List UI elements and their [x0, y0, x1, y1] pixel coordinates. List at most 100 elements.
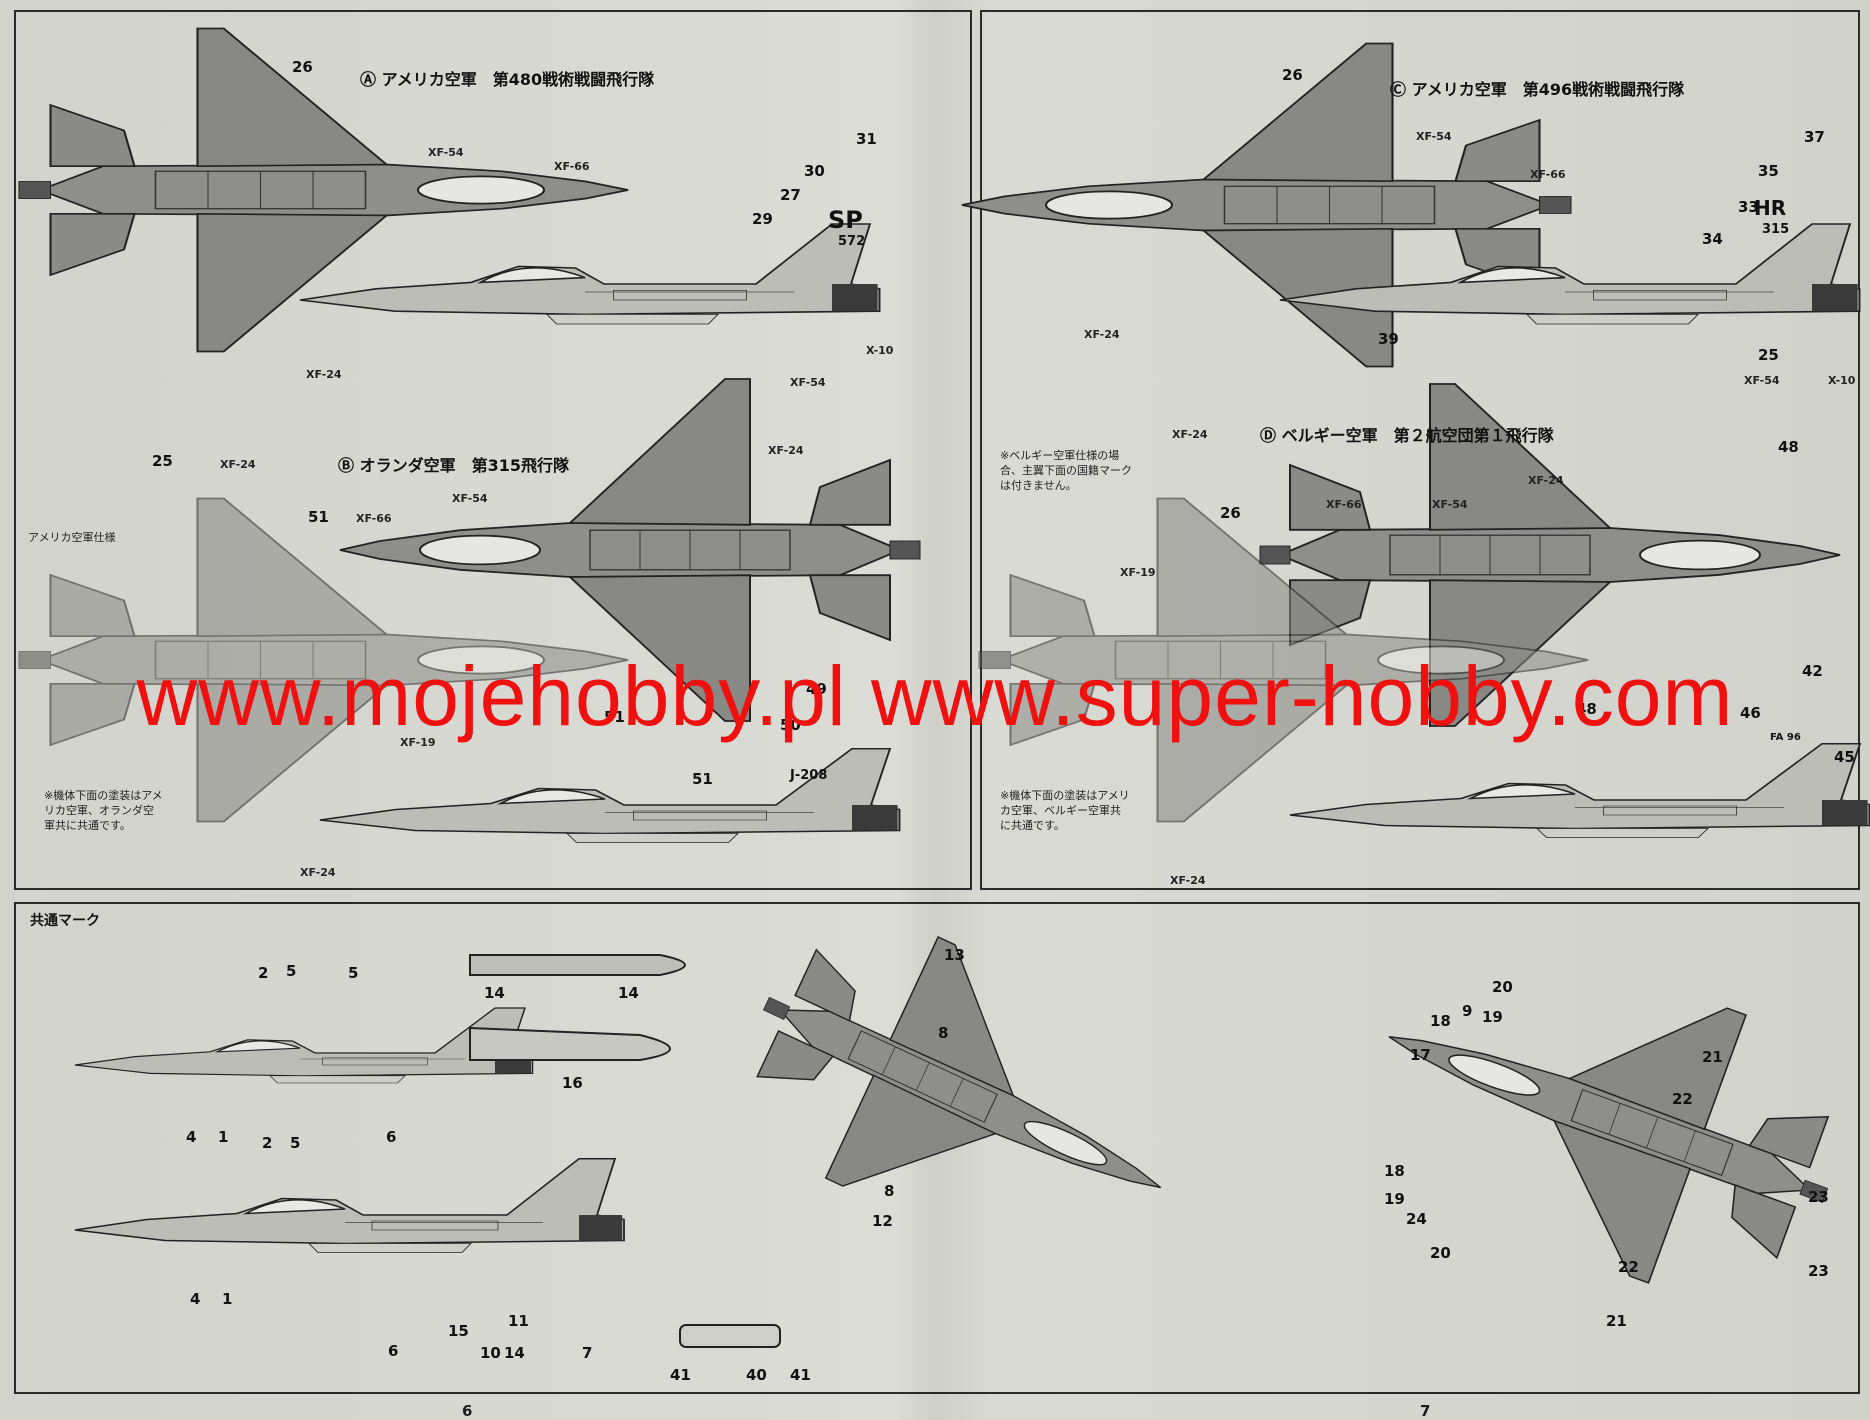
decal-number: 41: [790, 1366, 811, 1384]
color-label: XF-24: [306, 368, 342, 381]
color-label: XF-24: [1084, 328, 1120, 341]
decal-number: 6: [386, 1128, 397, 1146]
color-label: XF-24: [768, 444, 804, 457]
decal-number: 39: [1378, 330, 1399, 348]
decal-number: 8: [884, 1182, 895, 1200]
decal-number: 30: [804, 162, 825, 180]
color-label: X-10: [1828, 374, 1856, 387]
decal-number: 23: [1808, 1262, 1829, 1280]
decal-number: 22: [1618, 1258, 1639, 1276]
decal-number: 14: [504, 1344, 525, 1362]
decal-number: 34: [1702, 230, 1723, 248]
decal-number: 26: [292, 58, 313, 76]
decal-number: 14: [484, 984, 505, 1002]
panel-right: [980, 10, 1860, 890]
color-label: XF-66: [1326, 498, 1362, 511]
color-label: XF-24: [1528, 474, 1564, 487]
decal-number: 23: [1808, 1188, 1829, 1206]
color-label: XF-54: [1744, 374, 1780, 387]
color-label: XF-19: [400, 736, 436, 749]
decal-number: 40: [746, 1366, 767, 1384]
tail-serial-b: J-208: [790, 768, 828, 783]
color-label: XF-19: [1120, 566, 1156, 579]
tail-serial-c: 315: [1762, 222, 1790, 237]
decal-number: 33: [1738, 198, 1759, 216]
decal-number: 48: [1778, 438, 1799, 456]
decal-number: 46: [1740, 704, 1761, 722]
color-label: XF-54: [428, 146, 464, 159]
color-label: XF-24: [1172, 428, 1208, 441]
section-c-title: Ⓒ アメリカ空軍 第496戦術戦闘飛行隊: [1390, 80, 1685, 99]
decal-number: 35: [1758, 162, 1779, 180]
decal-number: 2: [262, 1134, 273, 1152]
decal-number: 20: [1492, 978, 1513, 996]
common-marks-title: 共通マーク: [30, 913, 100, 929]
decal-number: 17: [1410, 1046, 1431, 1064]
decal-number: 51: [604, 708, 625, 726]
decal-number: 27: [780, 186, 801, 204]
decal-number: 10: [480, 1344, 501, 1362]
page-number-right: 7: [1420, 1402, 1431, 1420]
decal-number: 19: [1482, 1008, 1503, 1026]
section-a-title: Ⓐ アメリカ空軍 第480戦術戦闘飛行隊: [360, 70, 655, 89]
decal-number: 16: [562, 1074, 583, 1092]
watermark-text: www.mojehobby.pl www.super-hobby.com: [136, 649, 1734, 743]
decal-number: 1: [222, 1290, 233, 1308]
belgium-note: ※ベルギー空軍仕様の場合、主翼下面の国籍マークは付きません。: [1000, 449, 1132, 492]
tail-serial-a: 572: [838, 234, 866, 249]
decal-number: 5: [348, 964, 359, 982]
color-label: X-10: [866, 344, 894, 357]
decal-number: 19: [1384, 1190, 1405, 1208]
underside-note-ab: ※機体下面の塗装はアメリカ空軍、オランダ空軍共に共通です。: [44, 789, 163, 832]
decal-number: 18: [1430, 1012, 1451, 1030]
decal-number: 13: [944, 946, 965, 964]
decal-number: 51: [308, 508, 329, 526]
decal-number: 6: [388, 1342, 399, 1360]
decal-number: 45: [1834, 748, 1855, 766]
decal-number: 31: [856, 130, 877, 148]
color-label: XF-24: [300, 866, 336, 879]
decal-number: 41: [670, 1366, 691, 1384]
color-label: XF-54: [1416, 130, 1452, 143]
color-label: XF-66: [554, 160, 590, 173]
tail-code-d: FA 96: [1770, 732, 1801, 743]
decal-number: 15: [448, 1322, 469, 1340]
decal-number: 5: [286, 962, 297, 980]
decal-number: 2: [258, 964, 269, 982]
decal-number: 48: [1576, 700, 1597, 718]
decal-number: 12: [872, 1212, 893, 1230]
decal-number: 24: [1406, 1210, 1427, 1228]
decal-number: 14: [618, 984, 639, 1002]
decal-number: 1: [218, 1128, 229, 1146]
decal-number: 4: [186, 1128, 197, 1146]
color-label: XF-24: [1170, 874, 1206, 887]
decal-number: 5: [290, 1134, 301, 1152]
color-label: XF-66: [1530, 168, 1566, 181]
color-label: XF-24: [220, 458, 256, 471]
decal-number: 9: [1462, 1002, 1473, 1020]
color-label: XF-54: [452, 492, 488, 505]
decal-number: 8: [938, 1024, 949, 1042]
decal-number: 49: [806, 680, 827, 698]
decal-number: 26: [1220, 504, 1241, 522]
color-label: XF-54: [1432, 498, 1468, 511]
decal-number: 25: [1758, 346, 1779, 364]
decal-number: 26: [1282, 66, 1303, 84]
tail-code-c: HR: [1754, 196, 1787, 220]
underside-note-cd: ※機体下面の塗装はアメリカ空軍、ベルギー空軍共に共通です。: [1000, 789, 1130, 832]
decal-number: 21: [1702, 1048, 1723, 1066]
decal-number: 37: [1804, 128, 1825, 146]
decal-number: 7: [582, 1344, 593, 1362]
decal-number: 29: [752, 210, 773, 228]
us-spec-note: アメリカ空軍仕様: [28, 531, 116, 544]
section-b-title: Ⓑ オランダ空軍 第315飛行隊: [338, 456, 569, 475]
decal-number: 20: [1430, 1244, 1451, 1262]
decal-number: 51: [692, 770, 713, 788]
decal-number: 50: [780, 716, 801, 734]
decal-number: 4: [190, 1290, 201, 1308]
decal-number: 11: [508, 1312, 529, 1330]
decal-number: 42: [1802, 662, 1823, 680]
decal-number: 22: [1672, 1090, 1693, 1108]
tail-code-a: SP: [828, 206, 863, 234]
panel-common-markings: [14, 902, 1860, 1394]
